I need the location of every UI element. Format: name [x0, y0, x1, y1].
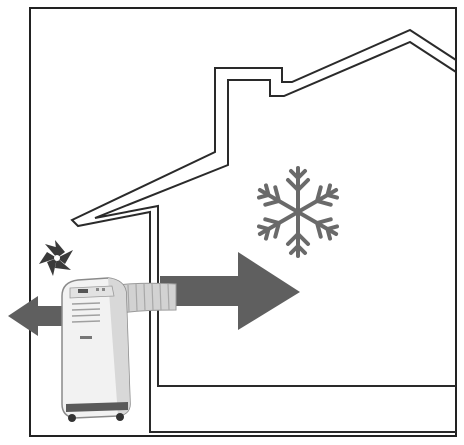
- fan-icon: [39, 240, 73, 276]
- cold-air-arrow: [160, 252, 300, 330]
- snowflake-icon: [255, 168, 341, 256]
- portable-air-conditioner-icon: [62, 278, 130, 422]
